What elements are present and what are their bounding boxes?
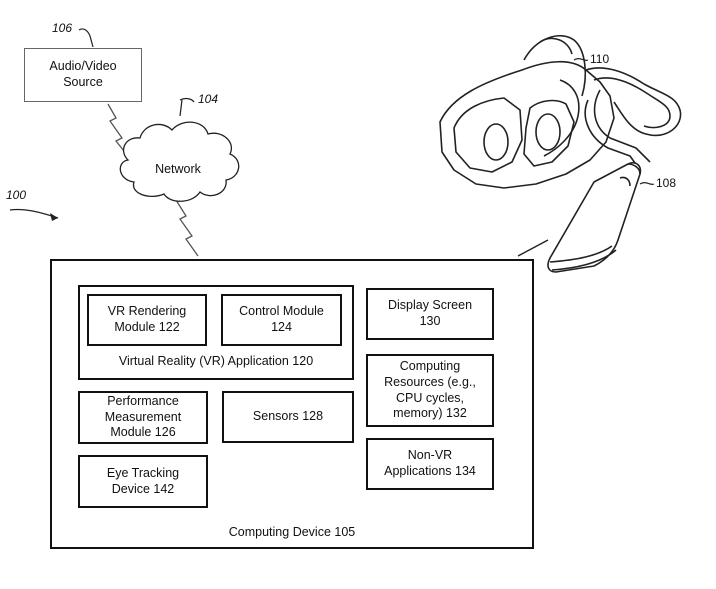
ref-leader-106: [78, 28, 94, 48]
network-label: Network: [155, 162, 201, 176]
ref-label-106: 106: [52, 21, 73, 35]
vr-application-caption: Virtual Reality (VR) Application 120: [118, 354, 314, 369]
audio-video-source-box: Audio/Video Source: [24, 48, 142, 102]
ref-label-108: 108: [656, 176, 677, 190]
ref-label-100: 100: [6, 188, 27, 202]
ref-label-104: 104: [198, 92, 219, 106]
network-cloud-shape: [119, 121, 240, 202]
ref-leader-104: [179, 97, 195, 103]
performance-measurement-module-box: Performance Measurement Module 126: [78, 391, 208, 444]
non-vr-applications-box: Non-VR Applications 134: [366, 438, 494, 490]
ref-leader-108: [639, 181, 655, 186]
wireless-link-source-network: [107, 103, 129, 157]
control-module-box: Control Module 124: [221, 294, 342, 346]
sensors-box: Sensors 128: [222, 391, 354, 443]
mobile-phone-drawing: [547, 161, 642, 273]
ref-arrowhead-100: [50, 213, 58, 221]
phone-device-connector: [517, 239, 549, 257]
ref-leader-104b: [179, 99, 183, 117]
display-screen-box: Display Screen 130: [366, 288, 494, 340]
vr-headset-drawing: [439, 35, 682, 189]
eye-tracking-device-box: Eye Tracking Device 142: [78, 455, 208, 508]
computing-resources-box: Computing Resources (e.g., CPU cycles, m…: [366, 354, 494, 427]
vr-rendering-module-box: VR Rendering Module 122: [87, 294, 207, 346]
ref-label-110: 110: [590, 52, 610, 66]
wireless-link-network-device: [175, 199, 199, 257]
ref-leader-110: [573, 57, 589, 62]
computing-device-caption: Computing Device 105: [228, 525, 356, 540]
